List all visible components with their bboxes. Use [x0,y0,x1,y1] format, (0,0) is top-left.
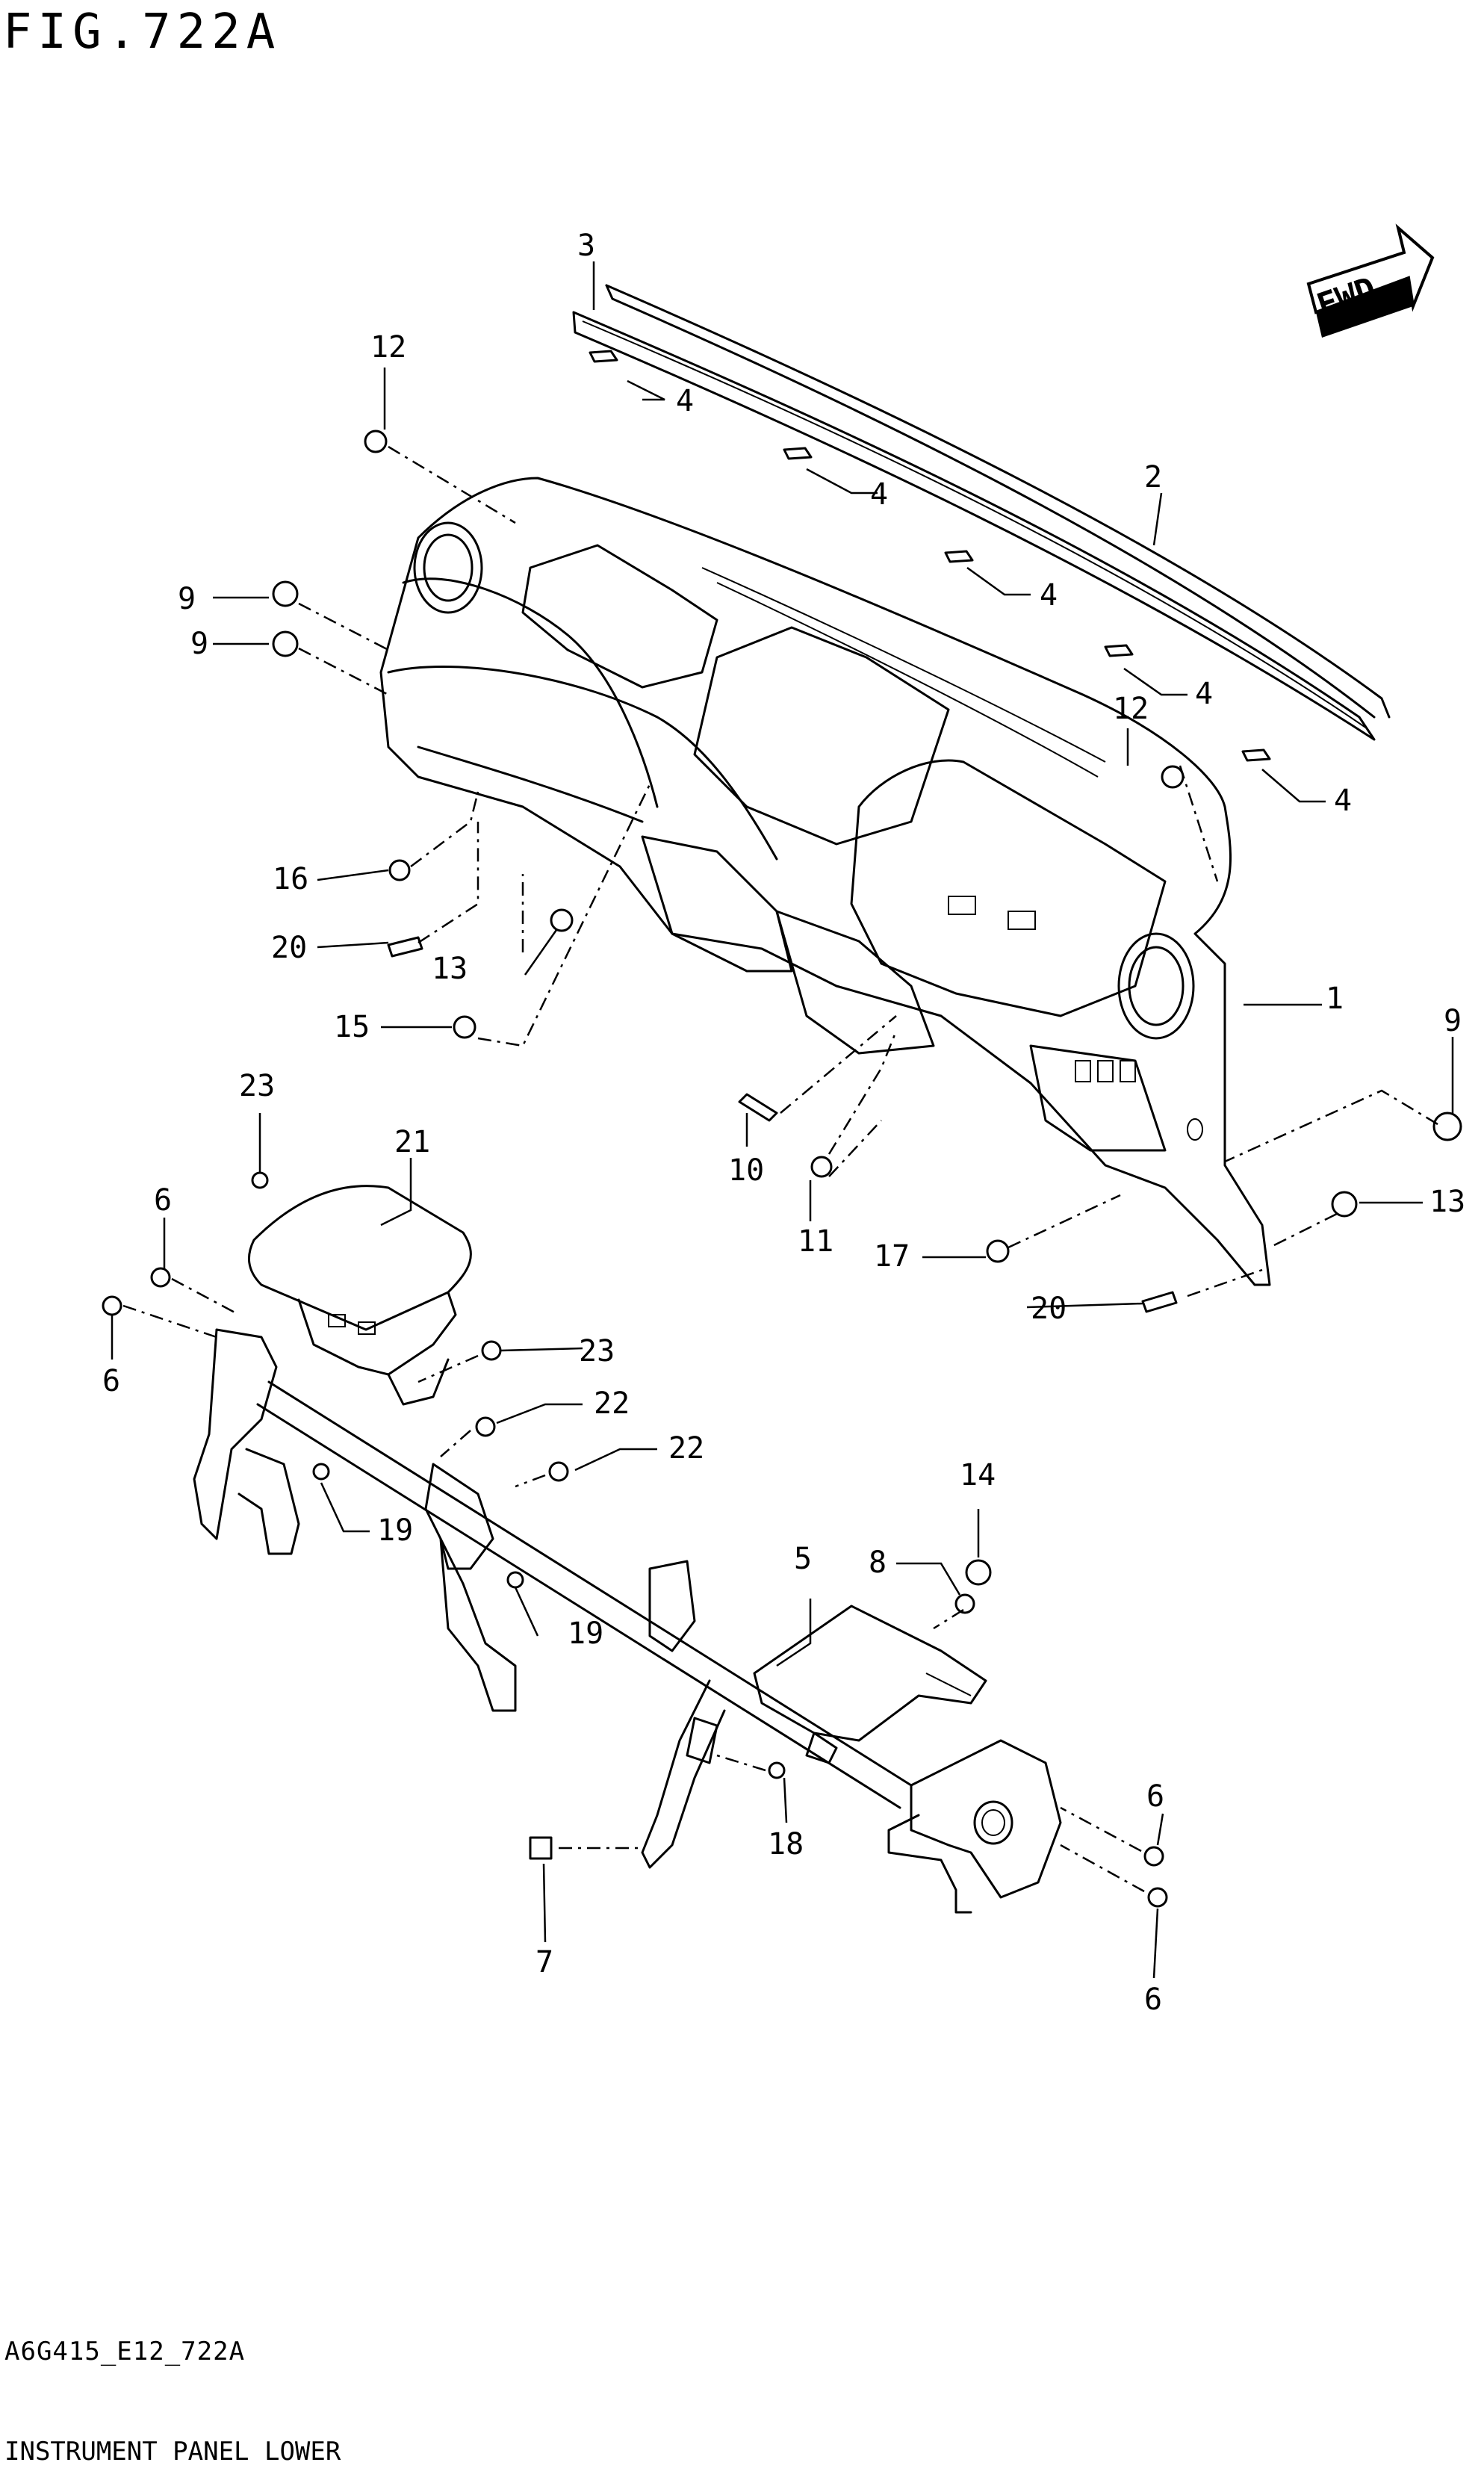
callout-18: 18 [768,1827,804,1861]
callout-4a: 4 [676,384,694,418]
leader-lines [111,261,1454,1979]
callout-20b: 20 [1031,1292,1067,1326]
callout-9b: 9 [190,627,208,661]
callout-14: 14 [960,1458,996,1492]
steering-support-member [193,1328,1062,1914]
callout-19a: 19 [377,1513,413,1548]
callout-4e: 4 [1334,784,1352,818]
callout-23a: 23 [239,1069,275,1103]
fwd-arrow-icon: FWD [1306,223,1435,338]
callout-21: 21 [394,1125,430,1159]
callout-4c: 4 [1040,578,1058,613]
callout-1: 1 [1326,982,1344,1016]
clip-parts [589,350,1271,762]
airbag-module [247,1185,472,1406]
callout-6c: 6 [1146,1779,1164,1814]
drawing-code: A6G415_E12_722A [4,2337,246,2366]
callout-9a: 9 [178,582,196,616]
callout-10: 10 [728,1153,764,1188]
figure-caption: INSTRUMENT PANEL LOWER [4,2437,341,2467]
fastener-parts [102,430,1462,1908]
callout-13a: 13 [432,952,468,986]
callout-12a: 12 [370,330,406,365]
callout-6a: 6 [154,1183,172,1218]
callout-11: 11 [798,1224,833,1259]
callout-numbers: 1 2 3 4 4 4 4 4 5 6 6 6 6 7 8 9 9 9 10 1… [102,229,1465,2017]
callout-8: 8 [869,1546,887,1580]
callout-6b: 6 [102,1364,120,1398]
callout-3: 3 [577,229,595,263]
callout-2: 2 [1144,460,1162,495]
defroster-strip [572,284,1391,741]
callout-7: 7 [535,1945,553,1980]
callout-19b: 19 [568,1616,603,1651]
callout-9c: 9 [1444,1004,1462,1038]
callout-6d: 6 [1144,1983,1162,2017]
callout-4b: 4 [870,477,888,512]
figure-title: FIG.722A [3,4,282,60]
callout-22a: 22 [594,1386,630,1421]
callout-5: 5 [794,1542,812,1576]
callout-22b: 22 [668,1431,704,1466]
callout-13b: 13 [1429,1185,1465,1219]
callout-15: 15 [334,1010,370,1044]
callout-20a: 20 [271,931,307,965]
callout-4d: 4 [1195,677,1213,711]
callout-16: 16 [273,862,308,896]
callout-12b: 12 [1113,692,1149,726]
callout-17: 17 [874,1239,910,1274]
callout-23b: 23 [579,1334,615,1368]
instrument-panel-body [379,477,1271,1286]
